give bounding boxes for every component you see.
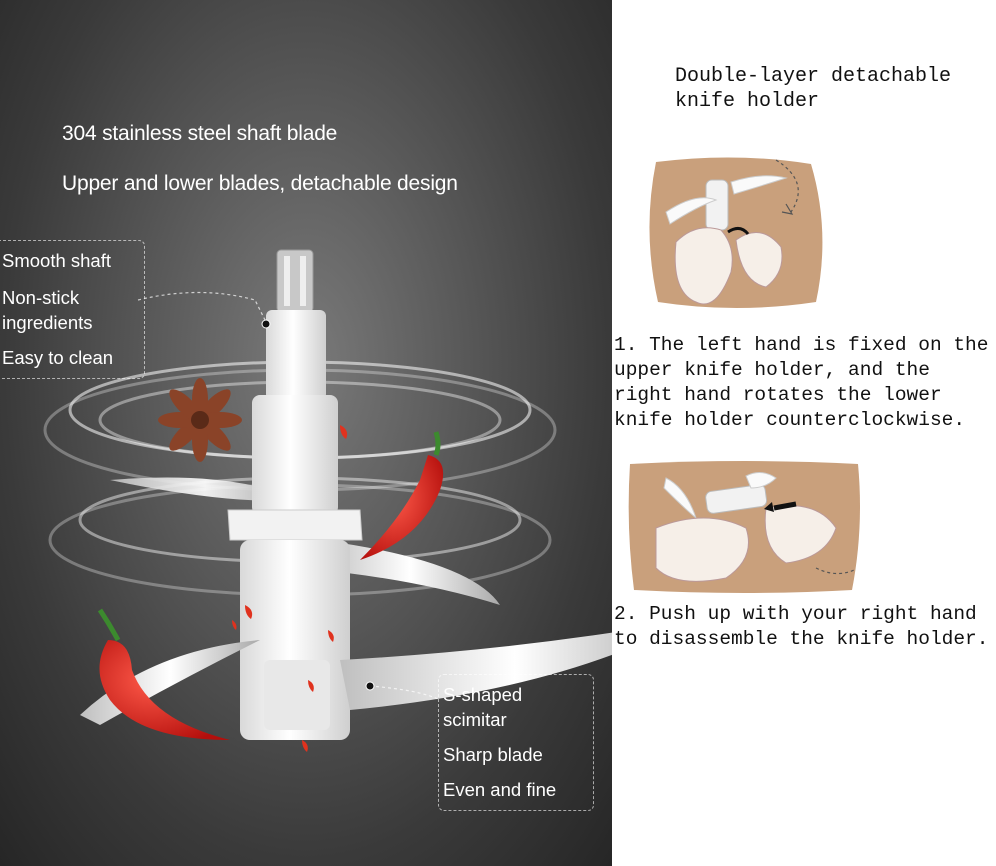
- callout-item: Easy to clean: [2, 347, 114, 369]
- callout-item: Non-stick: [2, 287, 80, 309]
- chili-pepper-right-icon: [360, 431, 444, 560]
- product-image-panel: 304 stainless steel shaft blade Upper an…: [0, 0, 612, 866]
- callout-shaft-features: Smooth shaft Non-stick ingredients Easy …: [0, 240, 145, 379]
- instructions-title: Double-layer detachable knife holder: [675, 65, 952, 113]
- leader-line-top: [137, 291, 267, 323]
- step-2-text: 2. Push up with your right hand to disas…: [614, 603, 989, 650]
- callout-blade-features: S-shaped scimitar Sharp blade Even and f…: [438, 674, 594, 811]
- callout-item: scimitar: [443, 709, 507, 731]
- headline-detachable: Upper and lower blades, detachable desig…: [62, 172, 458, 195]
- step-2-photo: [628, 461, 860, 593]
- leader-dot-top: [261, 319, 271, 329]
- star-anise-icon: [158, 378, 242, 462]
- callout-item: ingredients: [2, 312, 93, 334]
- headline-steel-blade: 304 stainless steel shaft blade: [62, 122, 338, 145]
- leader-dot-bottom: [365, 681, 375, 691]
- instructions-panel: Double-layer detachable knife holder 1. …: [612, 0, 996, 866]
- callout-item: Sharp blade: [443, 744, 543, 766]
- callout-item: S-shaped: [443, 684, 523, 705]
- callout-item: Smooth shaft: [2, 250, 112, 271]
- leader-line-bottom: [369, 685, 441, 701]
- blade-illustration: [80, 249, 612, 752]
- blade-shaft: [227, 249, 363, 740]
- step-1-photo: [649, 157, 823, 308]
- chili-pepper-left-icon: [97, 608, 230, 740]
- callout-item: Even and fine: [443, 779, 557, 801]
- step-1-text: 1. The left hand is fixed on the upper k…: [614, 334, 989, 431]
- chili-flakes: [232, 425, 348, 752]
